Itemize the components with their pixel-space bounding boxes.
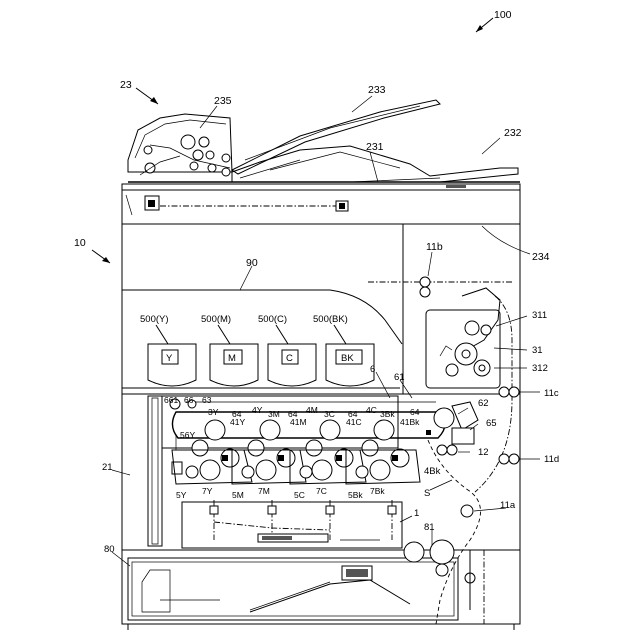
label-dev-4bk: 4Bk — [424, 466, 441, 477]
label-control-unit: 90 — [246, 257, 258, 269]
image-stations — [172, 420, 420, 484]
label-roller-11a: 11a — [500, 500, 516, 511]
label-main-body: 10 — [74, 237, 86, 249]
label-3y: 3Y — [208, 407, 219, 417]
toner-letter-m: M — [228, 353, 236, 364]
label-paper-cassette: 80 — [104, 544, 115, 555]
scanner-body — [122, 184, 520, 224]
label-fixing-311: 311 — [532, 310, 547, 321]
label-side-door: 21 — [102, 462, 113, 473]
label-toner-m: 500(M) — [201, 314, 231, 325]
label-7bk: 7Bk — [370, 486, 385, 496]
label-5y: 5Y — [176, 490, 187, 500]
label-5c: 5C — [294, 490, 305, 500]
label-41y: 41Y — [230, 417, 245, 427]
label-roller-11c: 11c — [544, 388, 559, 399]
label-toner-y: 500(Y) — [140, 314, 169, 325]
label-belt-cleaner: 65 — [486, 418, 497, 429]
leader-arrows — [92, 18, 493, 263]
label-4c: 4C — [366, 405, 377, 415]
auto-document-feeder — [128, 100, 520, 182]
toner-letter-bk: BK — [341, 353, 354, 364]
label-41m: 41M — [290, 417, 307, 427]
exposure-unit — [182, 500, 402, 548]
station-m — [232, 420, 306, 484]
label-3c: 3C — [324, 409, 335, 419]
label-toner-bk: 500(BK) — [313, 314, 348, 325]
label-belt: 61 — [394, 372, 405, 383]
label-reg-roller: 12 — [478, 447, 489, 458]
toner-letter-c: C — [286, 353, 293, 364]
label-5m: 5M — [232, 490, 244, 500]
label-toner-c: 500(C) — [258, 314, 287, 325]
label-exposure-unit: 1 — [414, 508, 419, 519]
label-3m: 3M — [268, 409, 280, 419]
label-intermediate-unit: 6 — [370, 364, 375, 375]
label-7c: 7C — [316, 486, 327, 496]
label-scanner-unit: 23 — [120, 79, 132, 91]
label-41c: 41C — [346, 417, 362, 427]
fixing-area — [368, 277, 519, 492]
label-41bk: 41Bk — [400, 417, 420, 427]
label-66: 66 — [184, 395, 194, 405]
label-4m: 4M — [306, 405, 318, 415]
label-platen-glass: 231 — [366, 141, 384, 153]
label-3bk: 3Bk — [380, 409, 395, 419]
label-feed-roller: 81 — [424, 522, 435, 533]
label-64-bk: 64 — [410, 407, 420, 417]
label-device: 100 — [494, 9, 512, 21]
label-sheet-path: S — [424, 488, 430, 499]
label-platen-cover: 232 — [504, 127, 522, 139]
label-7m: 7M — [258, 486, 270, 496]
label-scanner-body: 234 — [532, 251, 550, 263]
label-5bk: 5Bk — [348, 490, 363, 500]
label-661: 661 — [164, 395, 178, 405]
label-roller-11d: 11d — [544, 454, 559, 465]
station-bk — [346, 420, 420, 484]
station-c — [290, 420, 366, 484]
label-roller-11b: 11b — [426, 241, 443, 253]
label-56y: 56Y — [180, 430, 195, 440]
label-fixing-unit: 31 — [532, 345, 543, 356]
label-secondary-roller: 62 — [478, 398, 489, 409]
label-63: 63 — [202, 395, 212, 405]
label-7y: 7Y — [202, 486, 213, 496]
toner-letter-y: Y — [166, 353, 173, 364]
label-4y: 4Y — [252, 405, 263, 415]
label-doc-feeder: 235 — [214, 95, 232, 107]
label-fixing-312: 312 — [532, 363, 548, 374]
sheet-transport — [404, 440, 484, 624]
label-document-tray: 233 — [368, 84, 386, 96]
